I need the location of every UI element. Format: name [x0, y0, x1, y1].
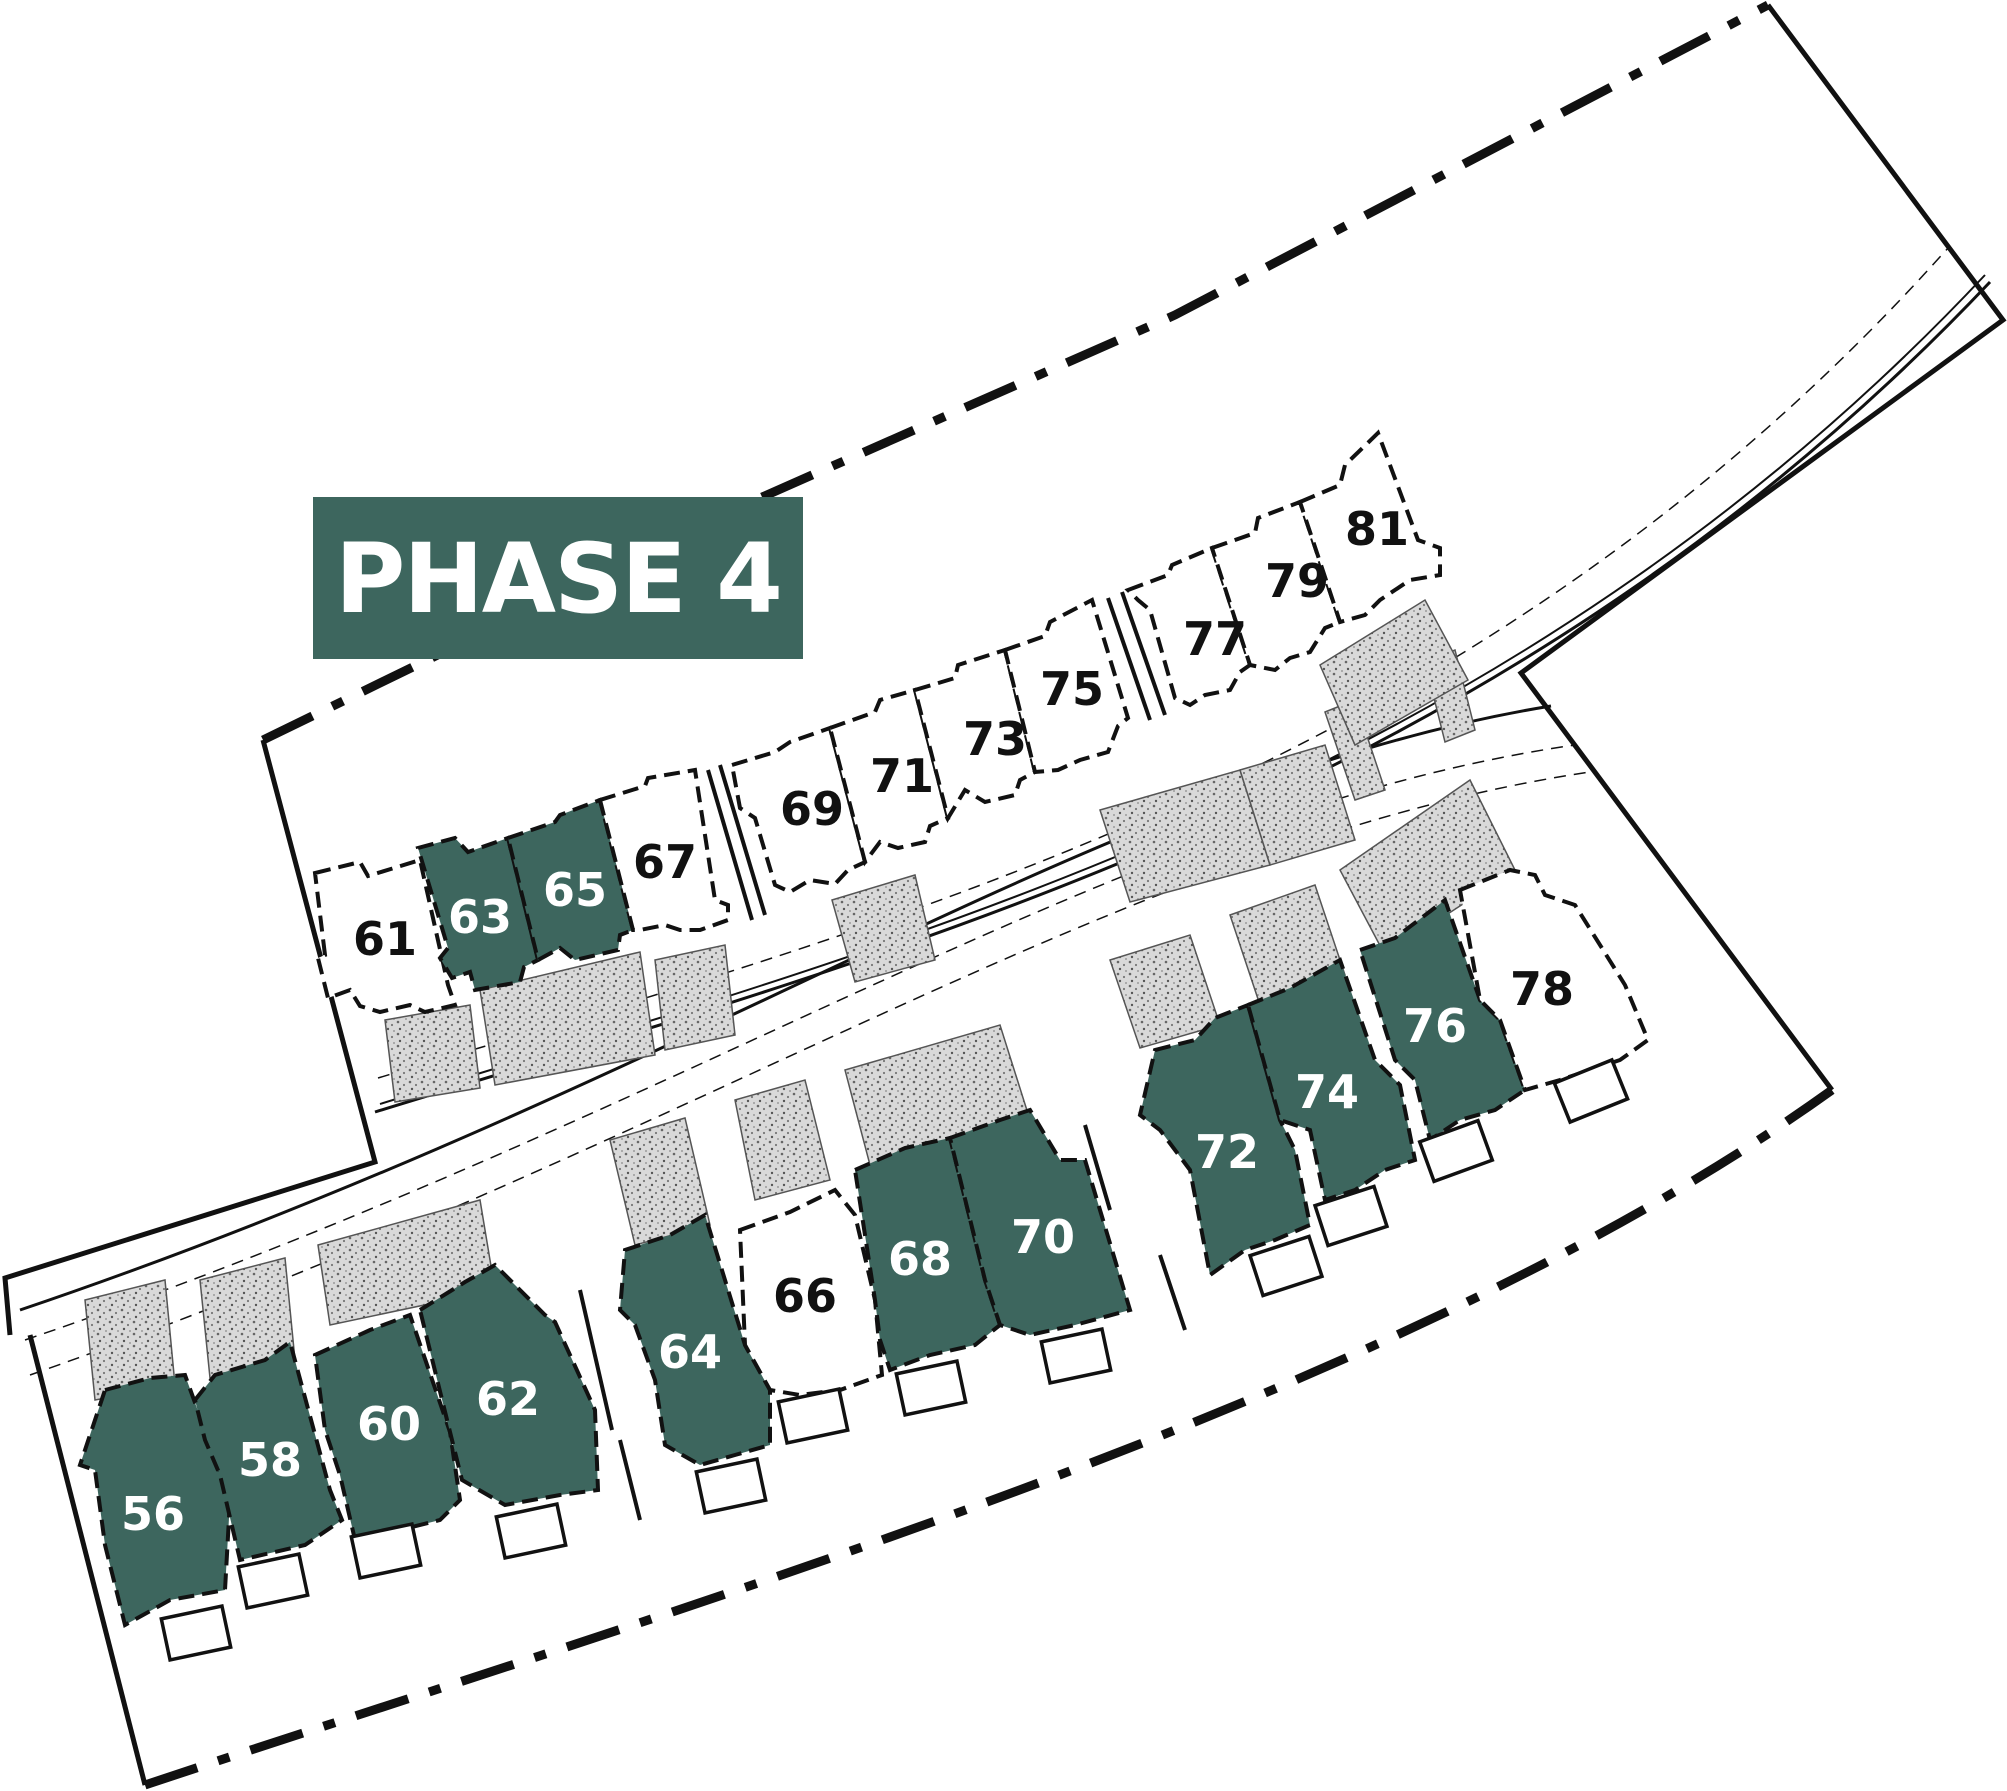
driveways	[84, 598, 1516, 1401]
lot-label-56: 56	[121, 1487, 185, 1541]
lot-label-62: 62	[476, 1372, 540, 1426]
lot-63[interactable]	[415, 835, 541, 993]
lot-label-79: 79	[1265, 554, 1329, 608]
lot-label-78: 78	[1510, 962, 1574, 1016]
lot-label-58: 58	[238, 1433, 302, 1487]
lot-label-73: 73	[963, 712, 1027, 766]
lot-71[interactable]	[827, 687, 951, 867]
lot-61[interactable]	[312, 857, 458, 1015]
lot-77[interactable]	[1124, 545, 1253, 708]
lot-label-74: 74	[1295, 1065, 1359, 1119]
lot-label-75: 75	[1040, 662, 1104, 716]
building-dividers	[578, 591, 1187, 1521]
lot-78[interactable]	[1457, 867, 1651, 1093]
lot-label-76: 76	[1403, 999, 1467, 1053]
lot-70[interactable]	[947, 1107, 1133, 1338]
lot-label-68: 68	[888, 1232, 952, 1286]
lot-label-71: 71	[870, 749, 934, 803]
lot-labels: 56 58 60 61 62 63 64 65 66 67 68 69 70 7…	[121, 502, 1574, 1541]
phase-badge: PHASE 4	[313, 497, 803, 659]
lots	[77, 429, 1651, 1629]
lot-68[interactable]	[852, 1135, 1003, 1373]
lot-label-64: 64	[658, 1325, 722, 1379]
property-boundary	[2, 3, 2007, 1786]
lot-76[interactable]	[1357, 896, 1528, 1144]
lot-81[interactable]	[1297, 429, 1442, 625]
lot-64[interactable]	[617, 1212, 772, 1468]
lot-label-69: 69	[780, 782, 844, 836]
lot-79[interactable]	[1209, 499, 1343, 673]
lot-75[interactable]	[1002, 597, 1131, 775]
lot-60[interactable]	[312, 1312, 463, 1543]
phase-title: PHASE 4	[335, 523, 781, 635]
lot-label-65: 65	[543, 863, 607, 917]
lot-label-67: 67	[633, 835, 697, 889]
lot-label-81: 81	[1345, 502, 1409, 556]
lot-62[interactable]	[417, 1262, 601, 1508]
lot-72[interactable]	[1137, 1002, 1313, 1279]
lot-74[interactable]	[1245, 957, 1418, 1203]
lot-label-72: 72	[1195, 1125, 1259, 1179]
lot-label-60: 60	[357, 1397, 421, 1451]
lot-65[interactable]	[505, 797, 636, 963]
lot-label-77: 77	[1183, 612, 1247, 666]
lot-label-61: 61	[353, 912, 417, 966]
lot-67[interactable]	[597, 767, 730, 932]
lot-label-63: 63	[448, 890, 512, 944]
porches	[159, 1057, 1630, 1663]
lot-73[interactable]	[912, 647, 1038, 824]
lot-56[interactable]	[77, 1372, 233, 1629]
lot-58[interactable]	[192, 1338, 345, 1563]
lot-label-70: 70	[1011, 1210, 1075, 1264]
lot-69[interactable]	[729, 725, 868, 895]
lot-66[interactable]	[737, 1187, 885, 1398]
lot-label-66: 66	[773, 1269, 837, 1323]
